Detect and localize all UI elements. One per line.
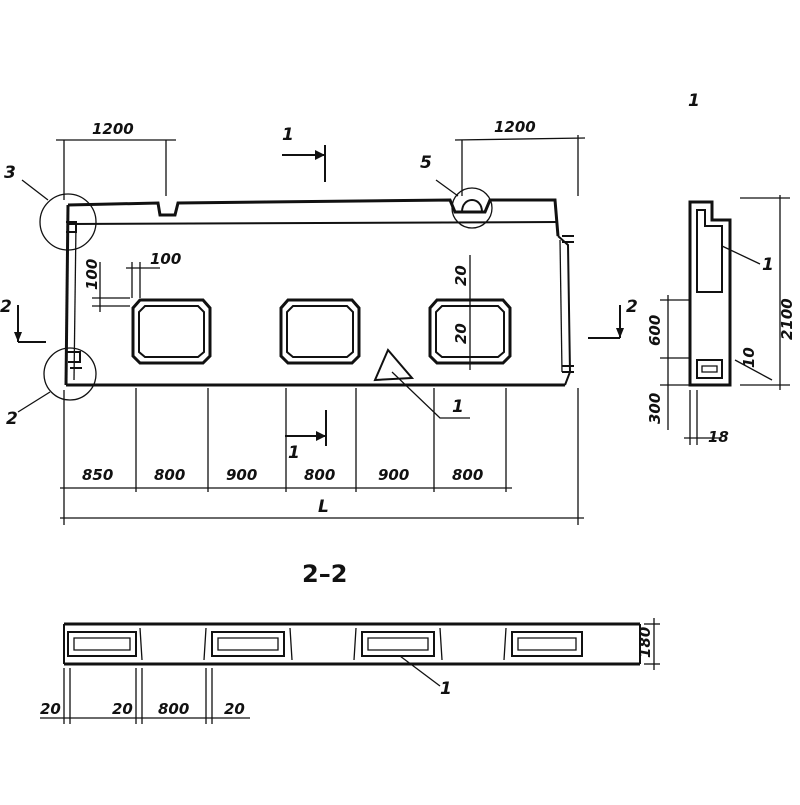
opening-3-inner (435, 305, 505, 358)
section-mark-2-left-label: 2 (0, 297, 12, 317)
section-2-2-callout-label: 1 (440, 679, 452, 699)
section-2-2-title: 2–2 (302, 560, 347, 588)
section-1-callout-leader (721, 245, 761, 265)
section-1-callout-label: 1 (762, 255, 774, 275)
opening-3 (428, 298, 512, 365)
callout-5-label: 5 (420, 153, 432, 173)
detail-circle-3 (39, 193, 97, 251)
detail-circle-5 (451, 187, 493, 229)
opening-1 (131, 298, 212, 365)
section-2-2-dim-180: 180 (636, 627, 654, 658)
opening-2 (279, 298, 361, 365)
dim-bottom-800-a: 800 (154, 466, 185, 484)
panel-top-inner-edge (67, 221, 559, 225)
section-2-2-dim-20-b: 20 (112, 700, 133, 718)
callout-2-label: 2 (6, 409, 18, 429)
panel-right-inner-edge (559, 239, 563, 373)
joint-detail-right-top (562, 235, 574, 243)
dim-100-vertical: 100 (83, 259, 101, 290)
joint-detail-right-bottom (562, 365, 574, 373)
dim-bottom-850: 850 (82, 466, 113, 484)
section-2-2-callout-leader (399, 655, 441, 687)
dim-20-top: 20 (452, 265, 470, 286)
opening-2-inner (286, 305, 354, 358)
dim-bottom-900-a: 900 (226, 466, 257, 484)
panel-top-flange (67, 198, 560, 237)
section-2-2-dim-lines (40, 618, 660, 724)
section-mark-2-right (588, 305, 624, 339)
lifting-loop (461, 199, 483, 213)
section-mark-2-right-label: 2 (626, 297, 638, 317)
section-1-dim-18: 18 (708, 428, 729, 446)
embedded-part (373, 348, 415, 382)
dim-bottom-800-b: 800 (304, 466, 335, 484)
section-mark-1-top (282, 145, 326, 182)
joint-detail-left-bottom (66, 351, 82, 369)
dim-overall-length: L (318, 497, 329, 517)
callout-3-label: 3 (4, 163, 16, 183)
dim-lines-top (56, 135, 586, 200)
dim-lines-bottom (60, 388, 584, 525)
section-1-dim-lines (660, 195, 790, 445)
callout-1-label: 1 (452, 397, 464, 417)
section-1-dim-300: 300 (646, 393, 664, 424)
dim-bottom-800-c: 800 (452, 466, 483, 484)
section-2-2-profile (63, 622, 641, 666)
callout-leaders (17, 179, 470, 419)
dim-100-horizontal: 100 (150, 250, 181, 268)
section-1-dim-10: 10 (740, 347, 758, 368)
dim-right-1200: 1200 (494, 118, 536, 136)
joint-detail-left-top (66, 221, 77, 233)
section-1-profile (688, 200, 732, 387)
dim-lines-small (92, 255, 471, 370)
section-mark-1-bottom-label: 1 (288, 443, 300, 463)
section-1-title: 1 (688, 91, 700, 111)
panel-elevation (64, 198, 574, 387)
detail-circle-2 (43, 347, 97, 401)
panel-right-edge (557, 235, 572, 386)
panel-left-inner-edge (73, 223, 77, 381)
panel-left-edge (64, 204, 70, 386)
dim-20-inner: 20 (452, 323, 470, 344)
section-2-2-dim-20-c: 20 (224, 700, 245, 718)
section-2-2-dim-800: 800 (158, 700, 189, 718)
section-1-dim-600: 600 (646, 315, 664, 346)
section-mark-2-left (14, 305, 46, 343)
dim-left-1200: 1200 (92, 120, 134, 138)
section-mark-1-bottom (285, 410, 327, 446)
opening-1-inner (138, 305, 205, 358)
section-2-2-dim-20-a: 20 (40, 700, 61, 718)
section-1-dim-2100: 2100 (778, 298, 796, 340)
dim-bottom-900-b: 900 (378, 466, 409, 484)
section-mark-1-top-label: 1 (282, 125, 294, 145)
